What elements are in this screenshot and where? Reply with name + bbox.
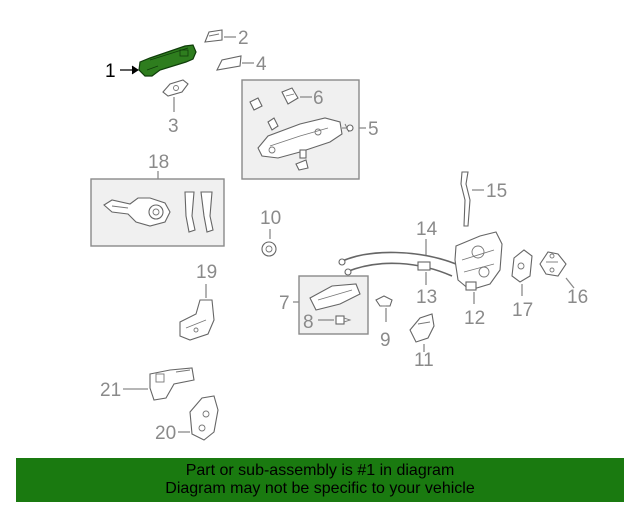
part-11-inside-handle[interactable]	[409, 313, 435, 343]
part-3-bezel[interactable]	[162, 79, 189, 97]
part-20-hinge[interactable]	[189, 395, 219, 441]
part-17-plate[interactable]	[511, 249, 533, 283]
part-12-lock-actuator[interactable]	[454, 231, 503, 291]
part-21-hinge-bracket[interactable]	[149, 367, 195, 401]
part-14-cable[interactable]	[338, 251, 457, 266]
callout-20[interactable]: 20	[155, 423, 176, 444]
callout-6[interactable]: 6	[313, 88, 324, 109]
banner-line-1: Part or sub-assembly is #1 in diagram	[185, 462, 455, 479]
callout-11[interactable]: 11	[414, 350, 434, 371]
part-8-clip[interactable]	[335, 315, 352, 325]
callout-4[interactable]: 4	[256, 54, 267, 75]
callout-2[interactable]: 2	[238, 28, 249, 49]
callout-14[interactable]: 14	[416, 219, 438, 240]
callout-13[interactable]: 13	[416, 287, 437, 308]
callout-17[interactable]: 17	[512, 300, 533, 321]
part-19-bracket[interactable]	[179, 299, 215, 341]
part-info-banner: Part or sub-assembly is #1 in diagram Di…	[16, 458, 624, 502]
callout-8[interactable]: 8	[303, 312, 314, 333]
banner-line-2: Diagram may not be specific to your vehi…	[165, 480, 475, 497]
part-1-outside-handle[interactable]	[138, 44, 197, 77]
callout-12[interactable]: 12	[464, 308, 485, 329]
part-4-pad[interactable]	[216, 55, 242, 71]
part-6-clip[interactable]	[281, 87, 299, 105]
callout-16[interactable]: 16	[567, 287, 588, 308]
leader-16	[565, 277, 575, 289]
part-13-cable[interactable]	[344, 261, 453, 277]
callout-19[interactable]: 19	[196, 262, 217, 283]
part-9-screw[interactable]	[375, 295, 393, 307]
callout-18[interactable]: 18	[148, 152, 169, 173]
part-5-frame[interactable]	[249, 97, 354, 171]
part-18-lock-set[interactable]	[103, 191, 214, 233]
callout-5[interactable]: 5	[368, 119, 379, 140]
part-7-assembly[interactable]	[309, 283, 361, 311]
callout-9[interactable]: 9	[380, 330, 391, 351]
part-15-rod[interactable]	[460, 171, 471, 227]
part-16-striker[interactable]	[539, 251, 567, 277]
callout-10[interactable]: 10	[260, 208, 281, 229]
callout-3[interactable]: 3	[168, 116, 179, 137]
callout-1[interactable]: 1	[105, 61, 116, 82]
callout-7[interactable]: 7	[279, 293, 290, 314]
part-10-grommet[interactable]	[261, 241, 277, 257]
part-2-cap[interactable]	[204, 29, 223, 43]
arrow-1	[131, 65, 139, 75]
callout-21[interactable]: 21	[100, 380, 121, 401]
callout-15[interactable]: 15	[486, 181, 507, 202]
